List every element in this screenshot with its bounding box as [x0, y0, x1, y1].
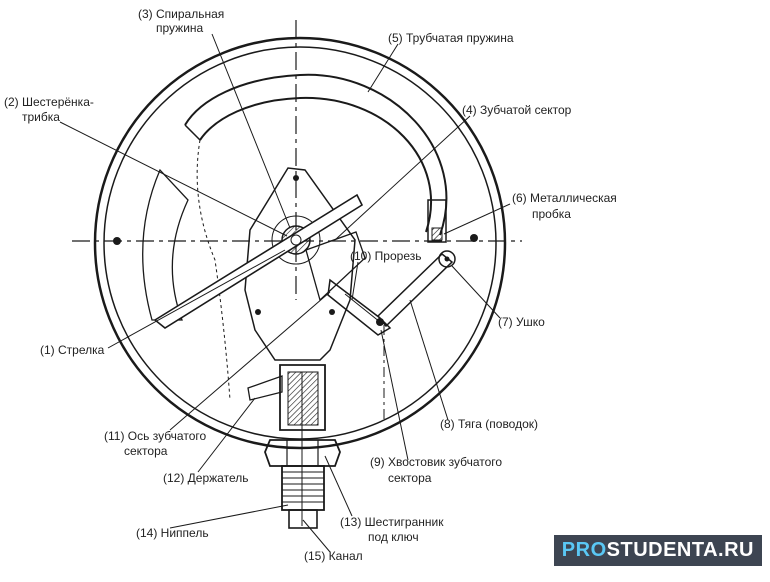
tube-spring-outer	[184, 73, 448, 236]
toothed-sector	[305, 231, 366, 302]
nipple-tip	[288, 509, 318, 529]
leader-rod	[409, 299, 449, 421]
nipple-threads	[282, 471, 324, 503]
leader-hexagon	[324, 455, 353, 517]
leader-pinion	[59, 121, 288, 237]
holder-hatch	[287, 371, 319, 426]
tube-spring-inner	[199, 96, 432, 233]
label-arrow: (1) Стрелка	[40, 343, 105, 357]
dial-scale-segment	[142, 168, 189, 321]
arrow-hub	[290, 234, 302, 246]
rod-link	[376, 253, 454, 328]
gauge-body-outer	[93, 36, 507, 450]
label-holder: (12) Держатель	[163, 471, 248, 485]
label-hexagon-2: под ключ	[368, 530, 419, 544]
leader-lines	[59, 33, 511, 553]
label-metal-plug-2: пробка	[532, 207, 571, 221]
brand-part-1: PRO	[561, 539, 607, 561]
hexagon-nut	[264, 439, 341, 467]
label-rod: (8) Тяга (поводок)	[440, 417, 538, 431]
sector-tail	[327, 278, 392, 336]
holder-arm	[247, 375, 283, 401]
arrow-pointer	[153, 193, 364, 329]
leader-arrow	[107, 249, 286, 349]
label-sector-tail-1: (9) Хвостовик зубчатого	[370, 455, 502, 469]
plate-screw-top	[293, 175, 299, 181]
leader-tube-spring	[367, 43, 399, 93]
leader-eyelet	[451, 265, 501, 319]
tube-spring-end	[184, 124, 201, 141]
label-sector-axis-1: (11) Ось зубчатого	[104, 429, 206, 443]
label-spiral-spring-2: пружина	[156, 21, 204, 35]
leader-channel	[302, 519, 331, 553]
gauge-body-inner	[103, 46, 497, 440]
label-sector-tail-2: сектора	[388, 471, 432, 485]
label-spiral-spring-1: (3) Спиральная	[138, 7, 224, 21]
label-toothed-sector: (4) Зубчатой сектор	[462, 103, 572, 117]
leader-holder	[197, 397, 256, 473]
label-hexagon-1: (13) Шестигранник	[340, 515, 444, 529]
label-metal-plug-1: (6) Металлическая	[512, 191, 617, 205]
label-sector-axis-2: сектора	[124, 444, 168, 458]
nipple-body	[281, 465, 325, 511]
label-eyelet: (7) Ушко	[498, 315, 545, 329]
label-channel: (15) Канал	[304, 549, 363, 563]
leader-nipple	[169, 504, 289, 529]
metal-plug-hatch	[431, 227, 443, 241]
tube-spring-dotted-line	[196, 139, 231, 401]
leader-toothed-sector	[334, 115, 471, 241]
leader-metal-plug	[443, 203, 511, 235]
label-nipple: (14) Ниппель	[136, 526, 209, 540]
label-pinion-1: (2) Шестерёнка-	[4, 95, 94, 109]
mount-screw-left	[113, 237, 121, 245]
leader-sector-axis	[169, 291, 331, 431]
brand-watermark: PROSTUDENTA.RU	[553, 535, 762, 566]
metal-plug	[427, 199, 447, 243]
plate-screw-right	[329, 309, 335, 315]
leader-spiral-spring	[211, 33, 291, 229]
plate-screw-left	[255, 309, 261, 315]
label-tube-spring: (5) Трубчатая пружина	[388, 31, 514, 45]
label-pinion-2: трибка	[22, 110, 60, 124]
holder-body	[279, 364, 326, 431]
brand-part-2: STUDENTA.RU	[606, 539, 754, 561]
mechanism-plate	[244, 167, 356, 361]
sector-tail-slot	[344, 293, 381, 323]
spiral-spring	[271, 215, 321, 265]
label-slot: (10) Прорезь	[350, 249, 421, 263]
leader-sector-tail	[380, 329, 409, 461]
leader-slot	[351, 261, 359, 301]
mount-screw-right	[470, 234, 478, 242]
